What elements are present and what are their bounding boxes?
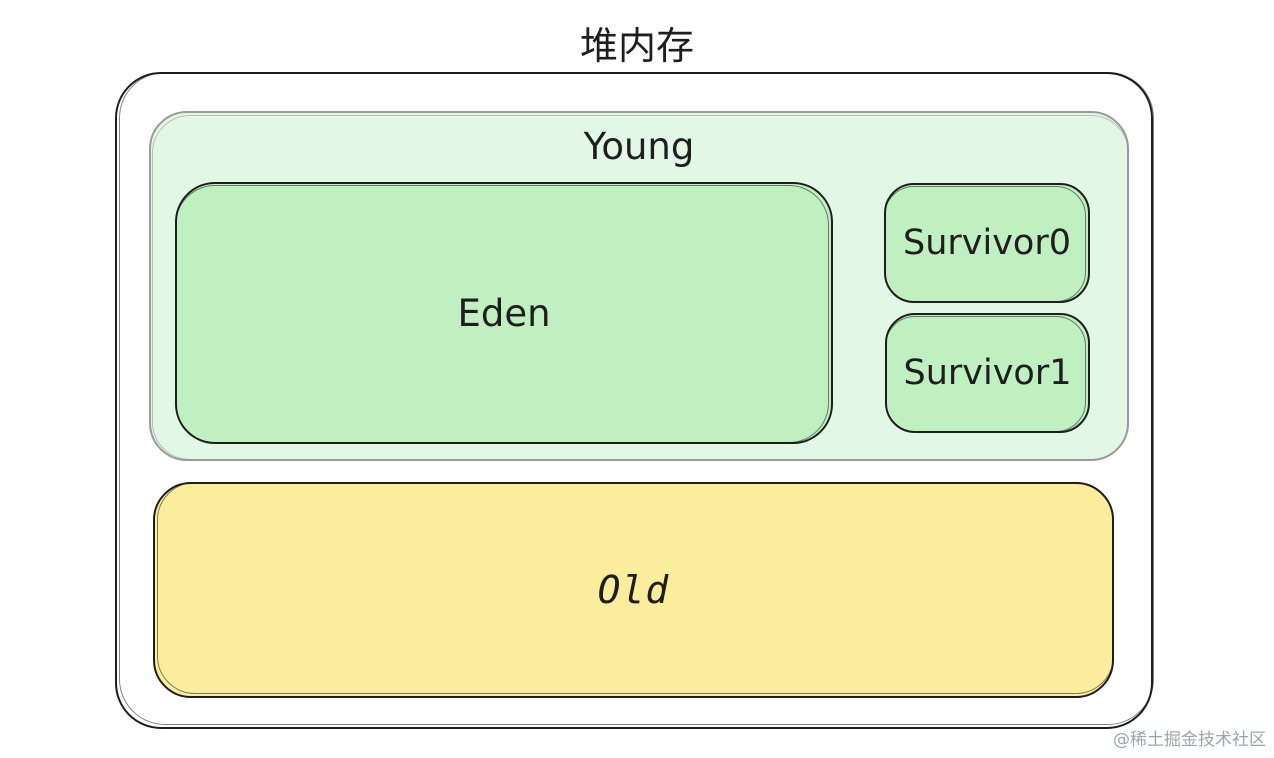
survivor0-region: Survivor0 bbox=[884, 183, 1090, 303]
diagram-title: 堆内存 bbox=[579, 24, 694, 68]
eden-label: Eden bbox=[457, 291, 551, 335]
young-label: Young bbox=[583, 125, 695, 168]
eden-region: Eden bbox=[175, 182, 833, 444]
watermark: @稀土掘金技术社区 bbox=[1113, 730, 1266, 750]
survivor0-label: Survivor0 bbox=[902, 223, 1071, 263]
survivor1-label: Survivor1 bbox=[903, 353, 1072, 393]
survivor1-region: Survivor1 bbox=[885, 313, 1090, 433]
old-label: Old bbox=[597, 568, 670, 612]
old-generation-box: Old bbox=[153, 482, 1114, 698]
